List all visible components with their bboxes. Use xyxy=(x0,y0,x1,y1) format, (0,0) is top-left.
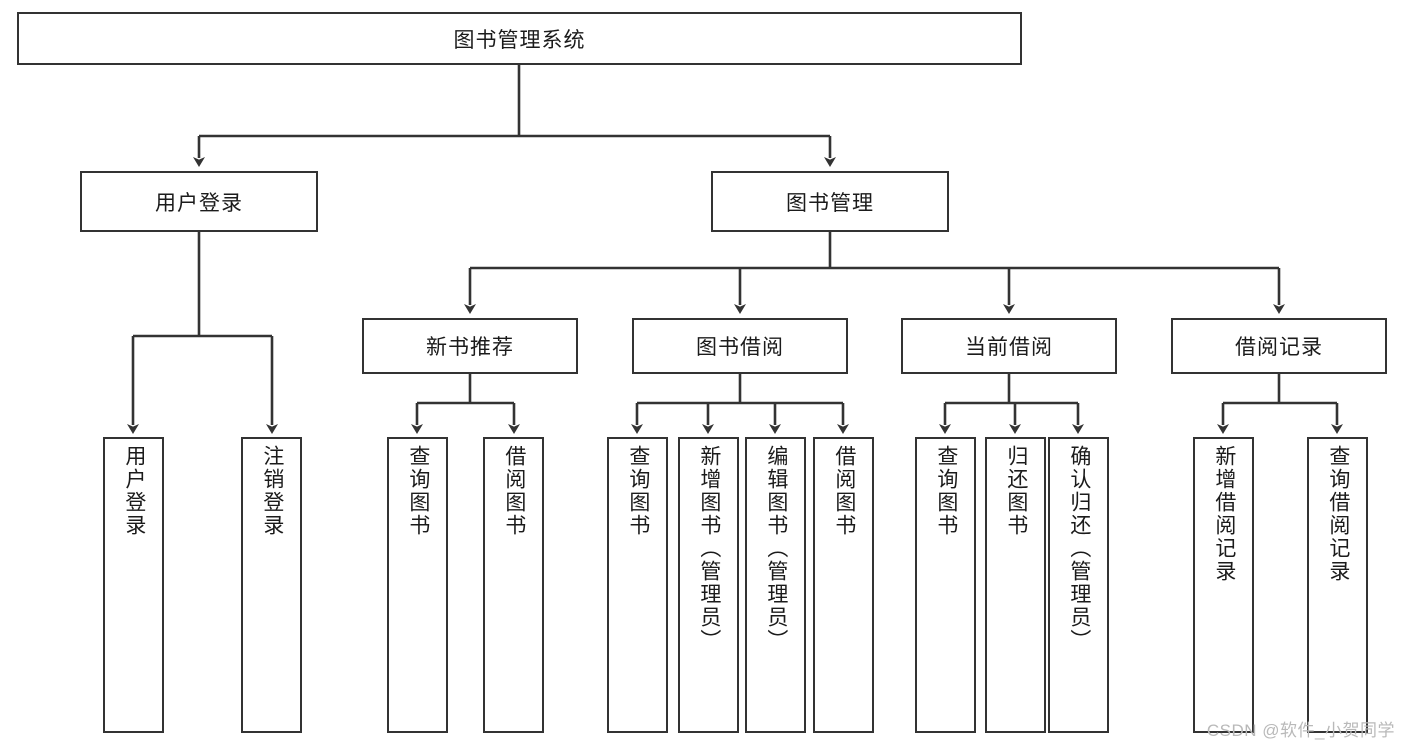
leaf-borrow-edit-book[interactable]: 编辑图书（管理员） xyxy=(745,437,806,733)
leaf-label: 新增图书（管理员） xyxy=(697,445,721,652)
leaf-user-login-logout[interactable]: 注销登录 xyxy=(241,437,302,733)
node-book-management-label: 图书管理 xyxy=(786,191,874,215)
node-book-management[interactable]: 图书管理 xyxy=(711,171,949,232)
leaf-label: 归还图书 xyxy=(1004,445,1028,537)
leaf-label: 确认归还（管理员） xyxy=(1067,445,1091,652)
leaf-label: 查询图书 xyxy=(934,445,958,537)
leaf-current-confirm-return[interactable]: 确认归还（管理员） xyxy=(1048,437,1109,733)
leaf-label: 查询图书 xyxy=(626,445,650,537)
leaf-current-query-book[interactable]: 查询图书 xyxy=(915,437,976,733)
leaf-borrow-query-book[interactable]: 查询图书 xyxy=(607,437,668,733)
node-borrow-record[interactable]: 借阅记录 xyxy=(1171,318,1387,374)
leaf-borrow-add-book[interactable]: 新增图书（管理员） xyxy=(678,437,739,733)
leaf-label: 新增借阅记录 xyxy=(1212,445,1236,583)
node-book-borrow[interactable]: 图书借阅 xyxy=(632,318,848,374)
node-current-borrow[interactable]: 当前借阅 xyxy=(901,318,1117,374)
leaf-label: 查询图书 xyxy=(406,445,430,537)
leaf-label: 编辑图书（管理员） xyxy=(764,445,788,652)
node-root[interactable]: 图书管理系统 xyxy=(17,12,1022,65)
leaf-label: 注销登录 xyxy=(260,445,284,537)
leaf-user-login-login[interactable]: 用户登录 xyxy=(103,437,164,733)
leaf-recommend-borrow-book[interactable]: 借阅图书 xyxy=(483,437,544,733)
leaf-record-add-record[interactable]: 新增借阅记录 xyxy=(1193,437,1254,733)
leaf-record-query-record[interactable]: 查询借阅记录 xyxy=(1307,437,1368,733)
leaf-label: 查询借阅记录 xyxy=(1326,445,1350,583)
node-new-book-recommend[interactable]: 新书推荐 xyxy=(362,318,578,374)
node-current-borrow-label: 当前借阅 xyxy=(965,336,1053,359)
node-book-borrow-label: 图书借阅 xyxy=(696,336,784,359)
leaf-label: 借阅图书 xyxy=(502,445,526,537)
node-user-login[interactable]: 用户登录 xyxy=(80,171,318,232)
node-new-book-recommend-label: 新书推荐 xyxy=(426,336,514,359)
node-root-label: 图书管理系统 xyxy=(453,28,586,52)
leaf-borrow-borrow-book[interactable]: 借阅图书 xyxy=(813,437,874,733)
leaf-label: 借阅图书 xyxy=(832,445,856,537)
node-borrow-record-label: 借阅记录 xyxy=(1235,336,1323,359)
leaf-label: 用户登录 xyxy=(122,445,146,537)
leaf-recommend-query-book[interactable]: 查询图书 xyxy=(387,437,448,733)
leaf-current-return-book[interactable]: 归还图书 xyxy=(985,437,1046,733)
node-user-login-label: 用户登录 xyxy=(155,191,243,215)
